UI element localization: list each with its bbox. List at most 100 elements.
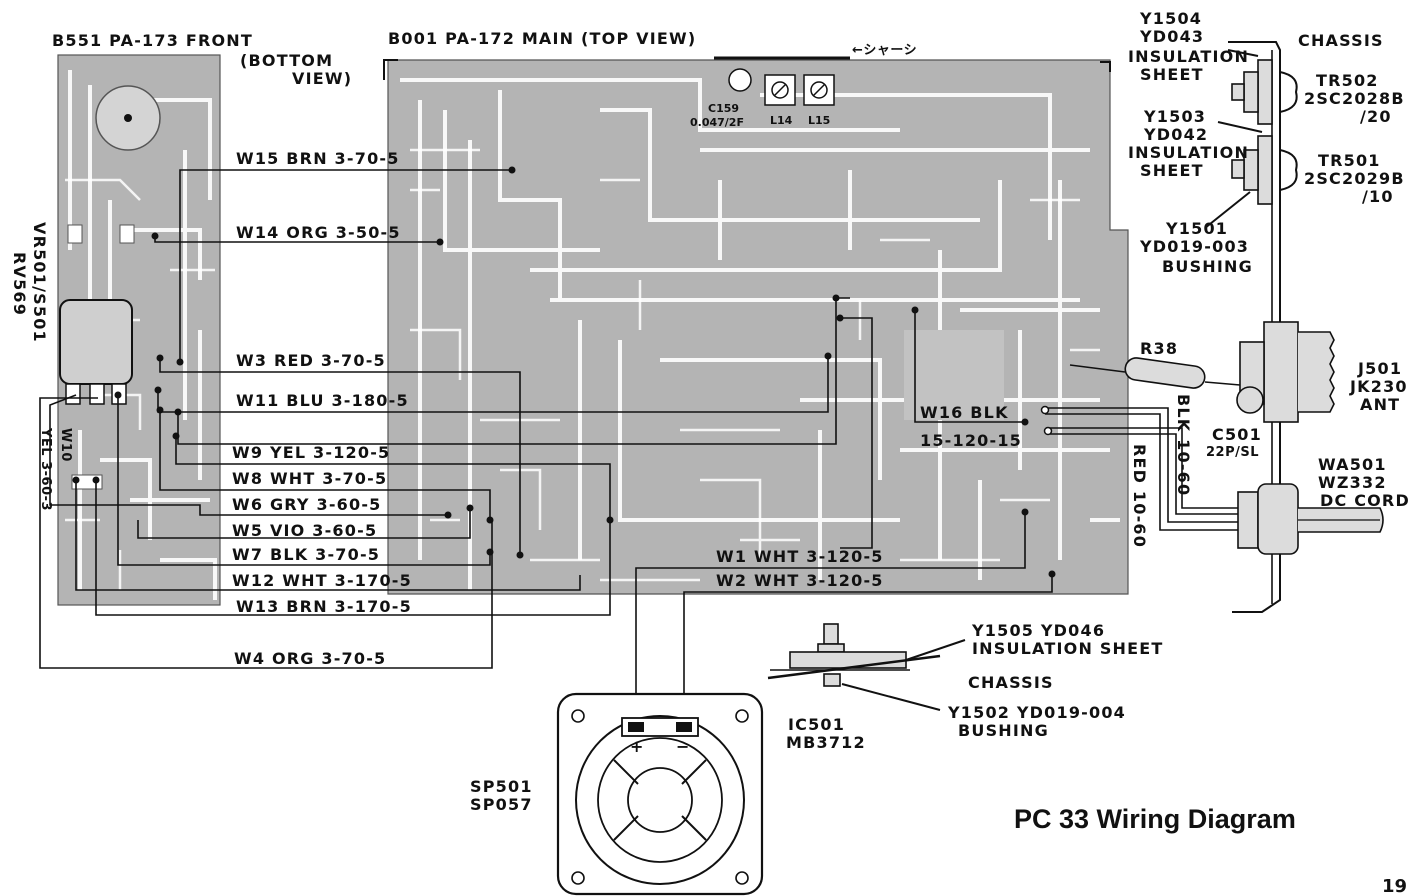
ic501-screw bbox=[823, 623, 839, 645]
y1505-leader bbox=[905, 639, 966, 661]
tr502-insulator bbox=[1243, 71, 1259, 113]
wa501-label: WA501 bbox=[1318, 455, 1387, 474]
wire-w11-path bbox=[157, 356, 829, 413]
speaker-terminal-minus bbox=[676, 722, 692, 732]
wire-label-w15: W15 BRN 3-70-5 bbox=[236, 149, 400, 168]
wire-w6-path bbox=[159, 410, 491, 520]
y1504-label: Y1504 bbox=[1139, 9, 1202, 28]
wire-label-w3: W3 RED 3-70-5 bbox=[236, 351, 386, 370]
solder-dot bbox=[176, 358, 184, 366]
wire-label-w9: W9 YEL 3-120-5 bbox=[232, 443, 390, 462]
tr501-rank: /10 bbox=[1362, 187, 1394, 206]
solder-points bbox=[72, 166, 1056, 578]
tr501-label: TR501 bbox=[1318, 151, 1381, 170]
wire-w15-path bbox=[179, 169, 512, 362]
tr502-label: TR502 bbox=[1316, 71, 1379, 90]
wire-blk-10-60-path bbox=[1045, 413, 1240, 531]
vr501-terminal bbox=[89, 383, 105, 405]
front-board-label-2: (BOTTOM bbox=[240, 51, 333, 70]
tr501-part: 2SC2029B bbox=[1304, 169, 1405, 188]
wire-label-w13: W13 BRN 3-170-5 bbox=[236, 597, 412, 616]
front-board-traces bbox=[65, 70, 217, 600]
y1505-label: Y1505 YD046 bbox=[971, 621, 1105, 640]
y1501-label: Y1501 bbox=[1165, 219, 1228, 238]
speaker-dust-cap bbox=[627, 767, 693, 833]
tr502-part: 2SC2028B bbox=[1304, 89, 1405, 108]
main-board bbox=[383, 59, 1129, 595]
solder-dot bbox=[92, 476, 100, 484]
main-top-parts bbox=[714, 56, 850, 106]
wa501-grommet bbox=[1237, 491, 1259, 549]
j501-desc: ANT bbox=[1360, 395, 1400, 414]
solder-dot bbox=[486, 516, 494, 524]
y1503-label: Y1503 bbox=[1143, 107, 1206, 126]
page-number: 19 bbox=[1382, 876, 1407, 896]
blk-10-60-label: BLK 10-60 bbox=[1174, 394, 1193, 496]
wire-label-w12: W12 WHT 3-170-5 bbox=[232, 571, 412, 590]
l15-slot-icon bbox=[810, 81, 828, 99]
sp057-label: SP057 bbox=[470, 795, 533, 814]
ic501-label: IC501 bbox=[788, 715, 845, 734]
ic501-bushing bbox=[823, 673, 841, 687]
chassis-top-label: CHASSIS bbox=[1298, 31, 1384, 50]
y1503-desc-2: SHEET bbox=[1140, 161, 1204, 180]
y1502-label: Y1502 YD019-004 bbox=[947, 703, 1126, 722]
labels: B551 PA-173 FRONT (BOTTOM VIEW) B001 PA-… bbox=[10, 9, 1409, 896]
solder-dot bbox=[606, 516, 614, 524]
speaker-terminal-plus bbox=[628, 722, 644, 732]
y1503-desc: INSULATION bbox=[1128, 143, 1249, 162]
y1505-desc: INSULATION SHEET bbox=[972, 639, 1164, 658]
chassis-bottom-label: CHASSIS bbox=[968, 673, 1054, 692]
tr502-nut bbox=[1279, 71, 1298, 113]
wire-label-w14: W14 ORG 3-50-5 bbox=[236, 223, 401, 242]
y1501-part: YD019-003 bbox=[1139, 237, 1249, 256]
main-board-traces bbox=[400, 78, 1120, 590]
wire-w7-path bbox=[117, 395, 491, 566]
speaker-sp501 bbox=[556, 692, 764, 896]
front-pad bbox=[119, 224, 135, 244]
solder-dot bbox=[1040, 405, 1050, 415]
diagram-title: PC 33 Wiring Diagram bbox=[1014, 804, 1296, 834]
w10-spec: YEL 3-60-3 bbox=[38, 427, 53, 511]
wire-w1-path bbox=[635, 512, 1026, 726]
l15-coil bbox=[803, 74, 835, 106]
speaker-mount-hole bbox=[735, 709, 749, 723]
speaker-spokes bbox=[613, 759, 707, 841]
solder-dot bbox=[156, 354, 164, 362]
speaker-mount-hole bbox=[571, 709, 585, 723]
wz332-label: WZ332 bbox=[1318, 473, 1387, 492]
solder-dot bbox=[174, 408, 182, 416]
c501-value: 22P/SL bbox=[1206, 445, 1259, 460]
y1504-part: YD043 bbox=[1139, 27, 1204, 46]
wire-w12-path bbox=[95, 480, 611, 616]
c159-name: C159 bbox=[708, 102, 739, 115]
wire-w10-path bbox=[49, 394, 448, 516]
ic501-mount bbox=[767, 623, 966, 711]
wire-red-10-60-path bbox=[1050, 433, 1240, 515]
r38-label: R38 bbox=[1140, 339, 1178, 358]
speaker-cone-outer bbox=[575, 715, 745, 885]
j501-label: J501 bbox=[1357, 359, 1402, 378]
main-board-ground-area bbox=[904, 330, 1004, 420]
r38-lead bbox=[1069, 364, 1126, 373]
l14-slot-icon bbox=[771, 81, 789, 99]
j501-thread bbox=[1298, 331, 1335, 413]
speaker-frame bbox=[556, 692, 764, 896]
red-10-60-label: RED 10-60 bbox=[1130, 444, 1149, 548]
front-board-label-3: VIEW) bbox=[292, 69, 352, 88]
w10-name: W10 bbox=[58, 428, 73, 462]
wire-w13-path bbox=[75, 480, 581, 591]
tr501-nut bbox=[1279, 149, 1298, 191]
l15-label: L15 bbox=[808, 114, 830, 127]
ic501-body bbox=[789, 651, 907, 669]
y1501-leader bbox=[1204, 191, 1251, 229]
speaker-cone-ring bbox=[597, 737, 723, 863]
solder-dot bbox=[1043, 426, 1053, 436]
wire-blk-10-60-path bbox=[1045, 407, 1240, 523]
solder-dot bbox=[832, 294, 840, 302]
y1504-leader bbox=[1227, 49, 1259, 57]
l14-label: L14 bbox=[770, 114, 793, 127]
front-pad bbox=[67, 224, 83, 244]
wire-w2-path bbox=[683, 574, 1053, 726]
wire-w5-path bbox=[137, 508, 471, 539]
